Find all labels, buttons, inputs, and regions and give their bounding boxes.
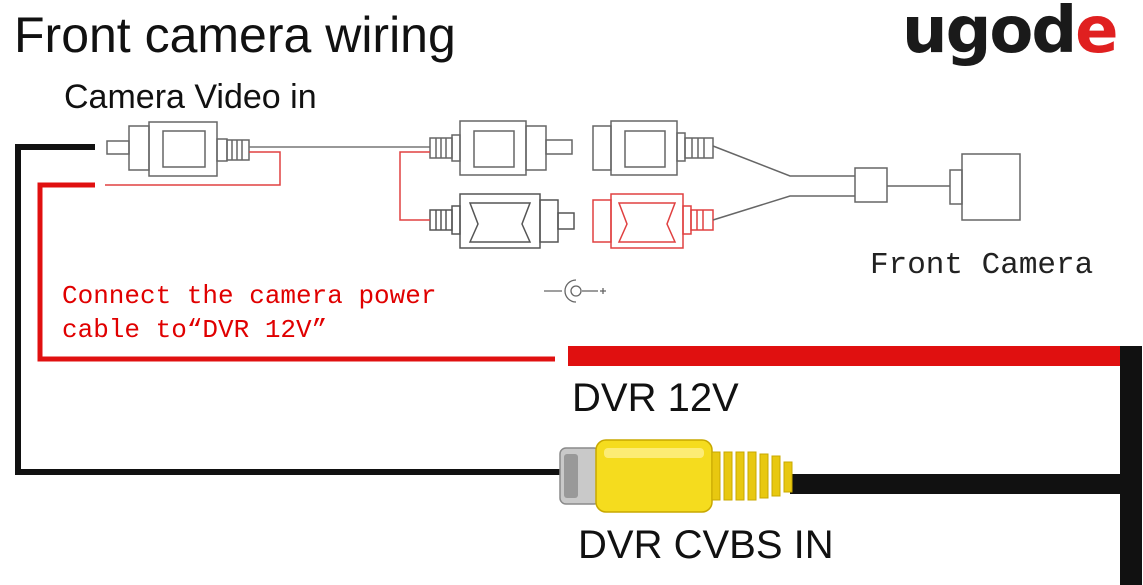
power-wire-left — [37, 182, 555, 362]
camera-video-in-connector — [106, 121, 250, 177]
brand-logo-part1: ugod — [902, 0, 1077, 68]
power-lead-top — [105, 151, 281, 186]
power-note: Connect the camera power cable to“DVR 12… — [62, 281, 437, 345]
polarity-symbol — [544, 279, 606, 303]
dvr-12v-label: DVR 12V — [572, 376, 739, 420]
camera-power-plug — [592, 193, 714, 249]
dvr-trunk-wire — [1120, 346, 1142, 585]
camera-video-in-label: Camera Video in — [64, 78, 317, 116]
camera-video-plug — [592, 120, 714, 176]
dvr-12v-wire — [568, 346, 1124, 366]
power-lead-middle — [399, 151, 430, 221]
power-coupler — [429, 193, 575, 249]
video-coupler — [429, 120, 573, 176]
diagram-title: Front camera wiring — [14, 7, 456, 63]
video-wire-left — [15, 144, 560, 475]
rca-plug — [559, 439, 793, 513]
dvr-cvbs-wire — [790, 474, 1130, 494]
dvr-cvbs-in-label: DVR CVBS IN — [578, 523, 834, 567]
camera-cable — [712, 145, 1021, 221]
brand-logo-part2: e — [1075, 0, 1118, 68]
front-camera-label: Front Camera — [870, 248, 1094, 283]
brand-logo: ugode — [902, 0, 1119, 68]
